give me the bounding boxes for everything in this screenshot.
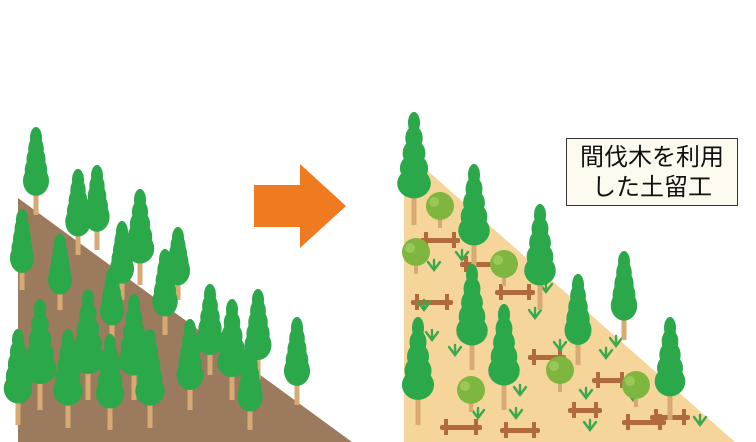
right-arrow-icon (254, 164, 346, 248)
caption-line-2: した土留工 (592, 172, 712, 202)
dense-forest-panel (4, 127, 352, 442)
conifer-tree-icon (84, 165, 109, 250)
soil-retention-caption: 間伐木を利用 した土留工 (566, 138, 738, 206)
conifer-tree-icon (23, 127, 49, 215)
conifer-tree-icon (284, 317, 310, 405)
caption-line-1: 間伐木を利用 (580, 142, 724, 172)
conifer-tree-icon (611, 251, 637, 340)
